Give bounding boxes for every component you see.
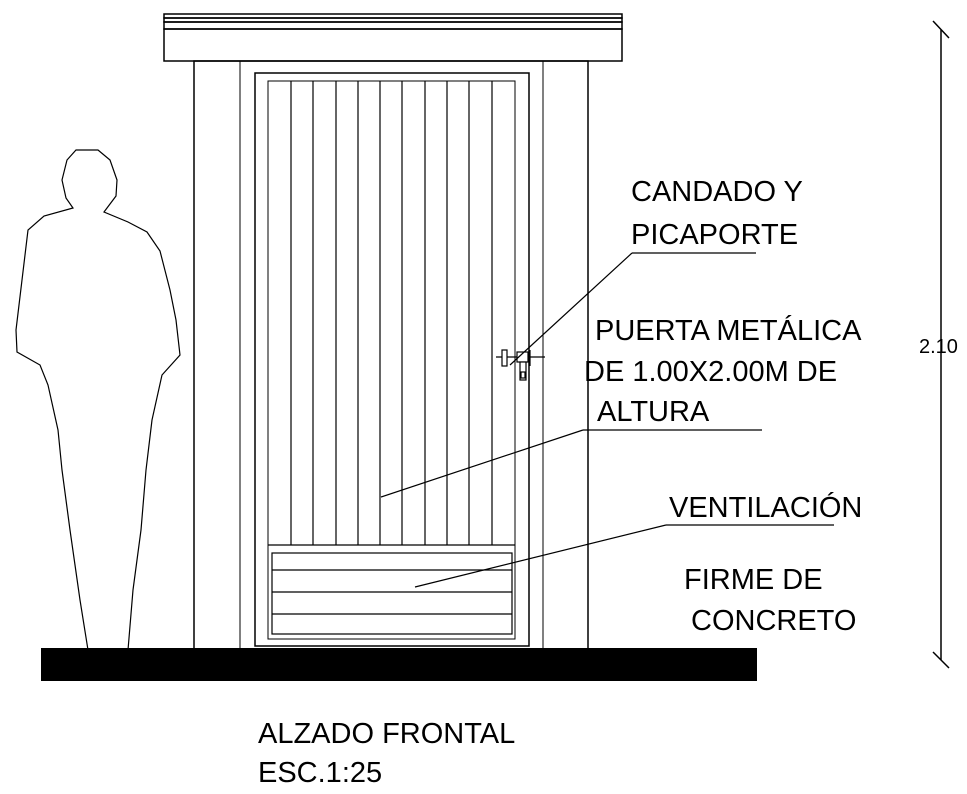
lock-leader [509,252,633,366]
ventilation-label: VENTILACIÓN [669,491,862,524]
door-label-line3: ALTURA [597,396,710,428]
roof-slab [163,13,623,62]
height-dimension-label: 2.10 [919,336,958,358]
ventilation-leader [414,524,667,588]
door-label-line2: DE 1.00X2.00M DE [584,356,837,388]
ventilation-grille [271,552,513,635]
drawing-scale: ESC.1:25 [258,757,382,789]
lock-label-line2: PICAPORTE [631,219,798,251]
door-slats [268,81,515,546]
drawing-title: ALZADO FRONTAL [258,718,515,750]
wall-frame [193,60,589,665]
floor-label-line2: CONCRETO [691,605,856,637]
door-label-line1: PUERTA METÁLICA [595,314,862,347]
lock-label-line1: CANDADO Y [631,176,803,208]
height-dimension [932,20,950,669]
floor-label-line1: FIRME DE [684,564,823,596]
lock-latch [496,349,545,381]
concrete-floor [41,648,757,681]
human-figure [15,149,181,651]
door-leader [380,429,584,498]
leader-lines [380,252,834,588]
